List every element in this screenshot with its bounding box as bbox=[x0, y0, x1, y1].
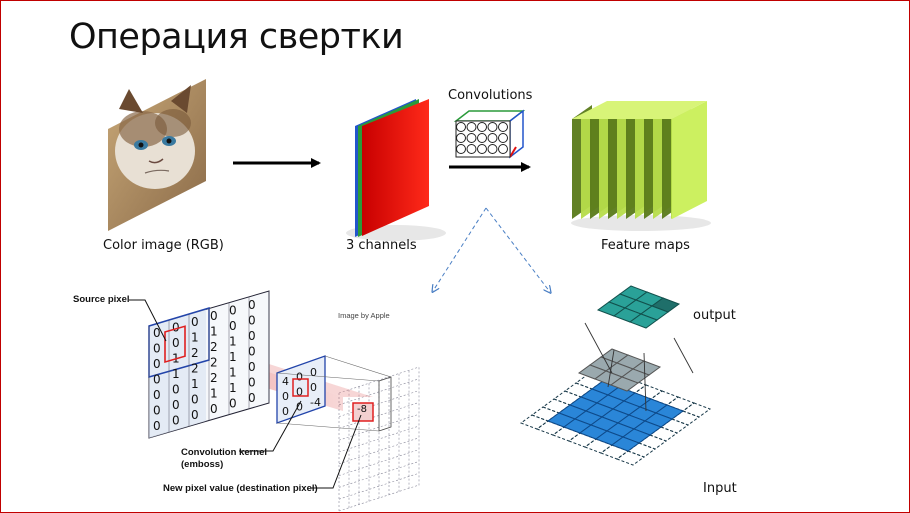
convolutions-icon bbox=[456, 111, 523, 157]
image-credit: Image by Apple bbox=[338, 311, 390, 320]
dashed-arrow-left bbox=[433, 208, 486, 291]
source-matrix-cell: 1 bbox=[229, 366, 237, 380]
source-matrix-cell: 1 bbox=[172, 367, 180, 381]
label-output: output bbox=[693, 308, 736, 323]
source-matrix-cell: 0 bbox=[172, 413, 180, 427]
source-matrix-cell: 0 bbox=[191, 392, 199, 406]
kernel-window bbox=[579, 349, 660, 391]
padding-cell bbox=[521, 415, 548, 429]
source-matrix-cell: 2 bbox=[191, 361, 199, 375]
source-matrix-cell: 0 bbox=[229, 319, 237, 333]
padding-cell bbox=[617, 451, 644, 465]
source-matrix-cell: 2 bbox=[191, 346, 199, 360]
label-3-channels: 3 channels bbox=[346, 238, 417, 253]
source-matrix-cell: 0 bbox=[153, 357, 161, 371]
label-kernel-line1: Convolution kernel bbox=[181, 447, 267, 458]
source-matrix-cell: 1 bbox=[229, 335, 237, 349]
kernel-cell: -4 bbox=[310, 396, 321, 409]
label-feature-maps: Feature maps bbox=[601, 238, 690, 253]
leader-new-pixel bbox=[311, 415, 361, 488]
source-matrix-cell: 0 bbox=[172, 336, 180, 350]
source-matrix-cell: 1 bbox=[229, 381, 237, 395]
kernel-cell: 4 bbox=[282, 375, 289, 388]
label-new-pixel: New pixel value (destination pixel) bbox=[163, 483, 318, 494]
label-convolutions: Convolutions bbox=[448, 88, 532, 103]
kernel-cell: 0 bbox=[296, 371, 303, 384]
source-matrix-cell: 2 bbox=[210, 371, 218, 385]
source-matrix-cell: 0 bbox=[229, 304, 237, 318]
feature-maps-block bbox=[571, 101, 711, 231]
source-matrix-cell: 2 bbox=[210, 340, 218, 354]
source-matrix-cell: 2 bbox=[210, 356, 218, 370]
padding-cell bbox=[683, 403, 710, 417]
kernel-cell: 0 bbox=[282, 405, 289, 418]
source-matrix-cell: 0 bbox=[153, 388, 161, 402]
output-grid bbox=[598, 286, 679, 328]
input-output-diagram bbox=[521, 286, 710, 465]
dashed-arrow-right bbox=[486, 208, 550, 292]
source-matrix-cell: 0 bbox=[210, 402, 218, 416]
source-matrix-cell: 0 bbox=[191, 408, 199, 422]
source-matrix-cell: 0 bbox=[210, 309, 218, 323]
label-input: Input bbox=[703, 481, 737, 496]
kernel-cell: 0 bbox=[310, 366, 317, 379]
source-matrix-cell: 0 bbox=[153, 404, 161, 418]
source-matrix-cell: 1 bbox=[191, 330, 199, 344]
label-kernel-line2: (emboss) bbox=[181, 459, 223, 470]
kernel-cell: 0 bbox=[310, 381, 317, 394]
source-matrix-cell: 0 bbox=[172, 382, 180, 396]
source-matrix-cell: 0 bbox=[172, 398, 180, 412]
label-source-pixel: Source pixel bbox=[73, 294, 130, 305]
source-matrix-cell: 1 bbox=[210, 325, 218, 339]
source-matrix-cell: 1 bbox=[191, 377, 199, 391]
source-matrix-cell: 0 bbox=[229, 397, 237, 411]
kernel-cell: 0 bbox=[282, 390, 289, 403]
source-matrix-cell: 0 bbox=[153, 373, 161, 387]
source-matrix-cell: 0 bbox=[153, 419, 161, 433]
source-matrix-cell: 1 bbox=[229, 350, 237, 364]
kernel-cell: 0 bbox=[296, 401, 303, 414]
cat-image bbox=[108, 79, 206, 231]
rgb-channels-block bbox=[346, 99, 446, 241]
source-matrix-cell: 0 bbox=[153, 342, 161, 356]
source-matrix-cell: 1 bbox=[210, 387, 218, 401]
source-matrix-cell: 0 bbox=[191, 315, 199, 329]
result-value: -8 bbox=[357, 404, 367, 415]
label-color-image: Color image (RGB) bbox=[103, 238, 224, 253]
